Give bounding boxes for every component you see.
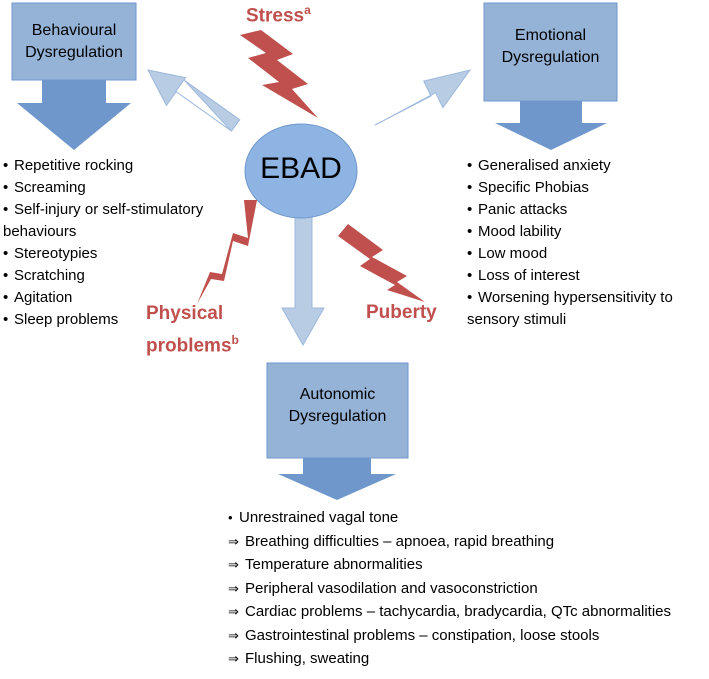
- arrow-to-emotional: [374, 69, 472, 126]
- stress-bolt-icon: [240, 30, 318, 118]
- list-item: ⇒Gastrointestinal problems – constipatio…: [228, 624, 708, 648]
- list-item: ⇒Breathing difficulties – apnoea, rapid …: [228, 530, 708, 554]
- list-item: Specific Phobias: [467, 177, 707, 199]
- puberty-label: Puberty: [366, 302, 437, 323]
- arrow-to-behavioural: [147, 69, 241, 132]
- list-item: Screaming: [3, 177, 243, 199]
- behavioural-box: [11, 2, 137, 150]
- implies-arrow-icon: ⇒: [228, 533, 239, 549]
- emotional-box-label: Emotional Dysregulation: [484, 25, 617, 69]
- list-item-continuation: sensory stimuli: [467, 311, 567, 328]
- list-item: •Unrestrained vagal tone: [228, 506, 708, 530]
- stress-label: Stressa: [246, 3, 311, 27]
- autonomic-title-line2: Dysregulation: [288, 408, 387, 425]
- list-item: Scratching: [3, 265, 243, 287]
- ebad-ellipse: [244, 123, 358, 219]
- autonomic-box: [266, 362, 409, 500]
- autonomic-list: •Unrestrained vagal tone ⇒Breathing diff…: [228, 506, 708, 671]
- autonomic-title-line1: Autonomic: [299, 386, 376, 403]
- implies-arrow-icon: ⇒: [228, 627, 239, 643]
- implies-arrow-icon: ⇒: [228, 557, 239, 572]
- list-item: Agitation: [3, 287, 243, 309]
- behavioural-title-line1: Behavioural: [31, 22, 117, 39]
- puberty-bolt-icon: [338, 224, 425, 302]
- behavioural-list: Repetitive rocking Screaming Self-injury…: [3, 155, 243, 331]
- behavioural-title-line2: Dysregulation: [25, 44, 123, 61]
- list-item: Generalised anxiety: [467, 155, 707, 177]
- emotional-list: Generalised anxiety Specific Phobias Pan…: [467, 155, 707, 331]
- behavioural-box-label: Behavioural Dysregulation: [12, 20, 136, 64]
- list-item: Low mood: [467, 243, 707, 265]
- list-item: ⇒Temperature abnormalities: [228, 553, 708, 577]
- implies-arrow-icon: ⇒: [228, 604, 239, 619]
- implies-arrow-icon: ⇒: [228, 651, 239, 666]
- emotional-title-line1: Emotional: [514, 27, 587, 44]
- list-item: Worsening hypersensitivity to: [467, 287, 707, 309]
- emotional-title-line2: Dysregulation: [501, 49, 600, 66]
- list-item: ⇒Peripheral vasodilation and vasoconstri…: [228, 577, 708, 601]
- emotional-box: [483, 2, 618, 150]
- implies-arrow-icon: ⇒: [228, 580, 239, 596]
- list-item: Sleep problems: [3, 309, 243, 331]
- list-item: ⇒Cardiac problems – tachycardia, bradyca…: [228, 600, 708, 624]
- ebad-label: EBAD: [260, 152, 342, 185]
- autonomic-box-label: Autonomic Dysregulation: [267, 384, 408, 428]
- physical-footnote-marker: b: [231, 333, 239, 347]
- list-item-continuation: behaviours: [3, 223, 77, 240]
- arrow-to-autonomic: [281, 213, 325, 347]
- list-item: Stereotypies: [3, 243, 243, 265]
- bullet-icon: •: [228, 510, 233, 525]
- list-item: Self-injury or self-stimulatory: [3, 199, 243, 221]
- list-item: Panic attacks: [467, 199, 707, 221]
- physical-problems-label: Physical problemsb: [146, 303, 239, 357]
- list-item: Repetitive rocking: [3, 155, 243, 177]
- stress-footnote-marker: a: [304, 3, 311, 17]
- list-item: ⇒Flushing, sweating: [228, 647, 708, 671]
- list-item: Loss of interest: [467, 265, 707, 287]
- list-item: Mood lability: [467, 221, 707, 243]
